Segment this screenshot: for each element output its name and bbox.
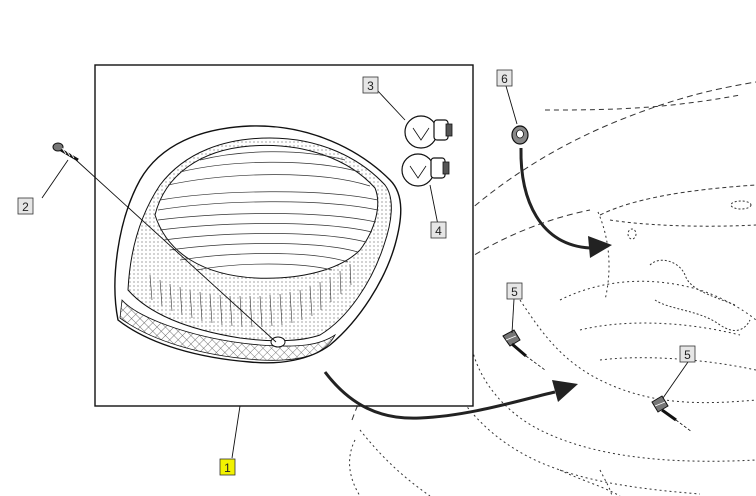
bulb-part-4 — [401, 153, 450, 187]
arrow-head-grommet — [588, 236, 612, 258]
grommet-part — [511, 125, 529, 145]
callout-box-highlighted — [219, 458, 236, 476]
callout-2: 2 — [17, 197, 34, 215]
callout-label: 1 — [224, 461, 231, 475]
callout-label: 6 — [501, 72, 508, 86]
callout-label: 5 — [511, 285, 518, 299]
assembly-arrows — [323, 147, 591, 420]
callout-1: 1 — [219, 458, 236, 476]
clip-guide-line-upper — [525, 355, 546, 371]
screw-part — [52, 142, 79, 162]
callout-label: 4 — [435, 224, 442, 238]
callout-label: 2 — [22, 200, 29, 214]
callout-5-upper: 5 — [506, 282, 523, 300]
bulb-part-3 — [404, 115, 453, 149]
callout-6: 6 — [496, 69, 513, 87]
arrow-head-tail-light — [552, 380, 578, 402]
callout-5-lower: 5 — [679, 345, 696, 363]
clip-guide-line-lower — [675, 419, 693, 433]
tail-light-assembly — [114, 125, 402, 364]
callout-4: 4 — [430, 221, 447, 239]
callout-3: 3 — [362, 76, 379, 94]
screw-guide-line — [75, 159, 277, 343]
clip-part-lower — [651, 395, 677, 422]
callout-label: 3 — [367, 79, 374, 93]
leader-lines — [41, 85, 689, 459]
clip-part-upper — [502, 329, 527, 358]
callout-label: 5 — [684, 348, 691, 362]
